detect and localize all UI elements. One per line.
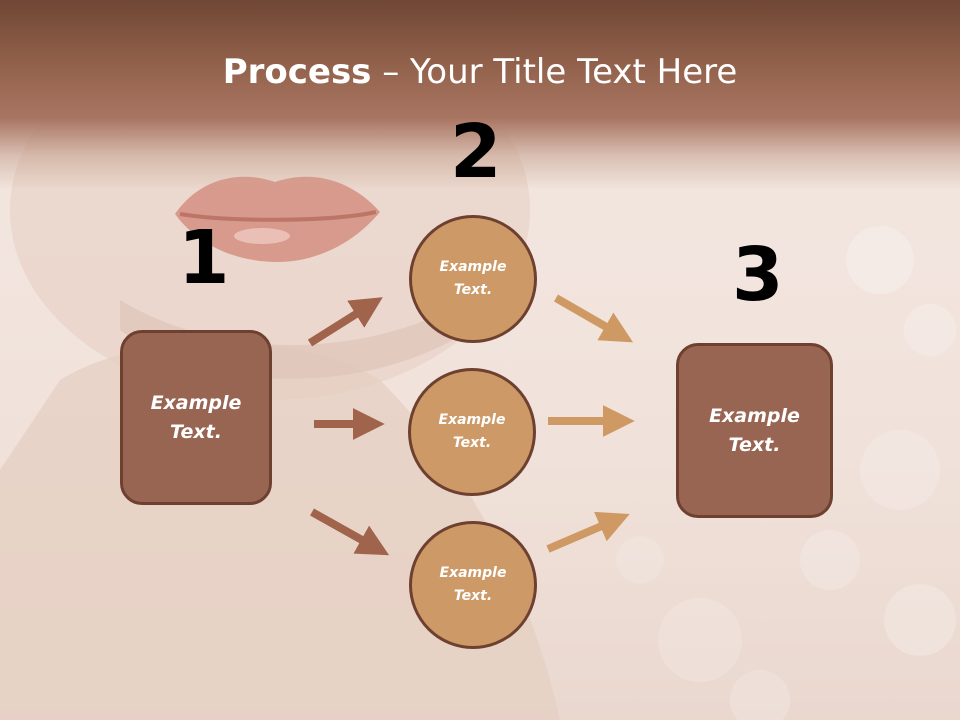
- process-box-left-text: Example Text.: [150, 391, 242, 443]
- step-number-1: 1: [178, 215, 230, 301]
- process-circle-top: Example Text.: [409, 215, 537, 343]
- process-circle-middle-text: Example Text.: [438, 412, 506, 451]
- process-circle-bottom-text: Example Text.: [439, 565, 507, 604]
- process-box-right-text: Example Text.: [709, 404, 800, 456]
- process-circle-middle: Example Text.: [408, 368, 536, 496]
- process-circle-top-text: Example Text.: [439, 259, 507, 298]
- title-rest: – Your Title Text Here: [371, 52, 738, 92]
- process-box-right: Example Text.: [676, 343, 833, 518]
- step-number-3: 3: [732, 232, 784, 318]
- process-circle-bottom: Example Text.: [409, 521, 537, 649]
- arrow-to-circle-bottom: [310, 508, 390, 556]
- header-band: [0, 0, 960, 190]
- slide-title: Process – Your Title Text Here: [0, 52, 960, 92]
- arrow-from-circle-bottom: [546, 511, 630, 553]
- arrow-to-circle-top: [307, 297, 383, 347]
- arrow-from-circle-top: [554, 294, 634, 343]
- step-number-2: 2: [450, 109, 502, 195]
- title-bold: Process: [222, 52, 372, 92]
- process-box-left: Example Text.: [120, 330, 272, 505]
